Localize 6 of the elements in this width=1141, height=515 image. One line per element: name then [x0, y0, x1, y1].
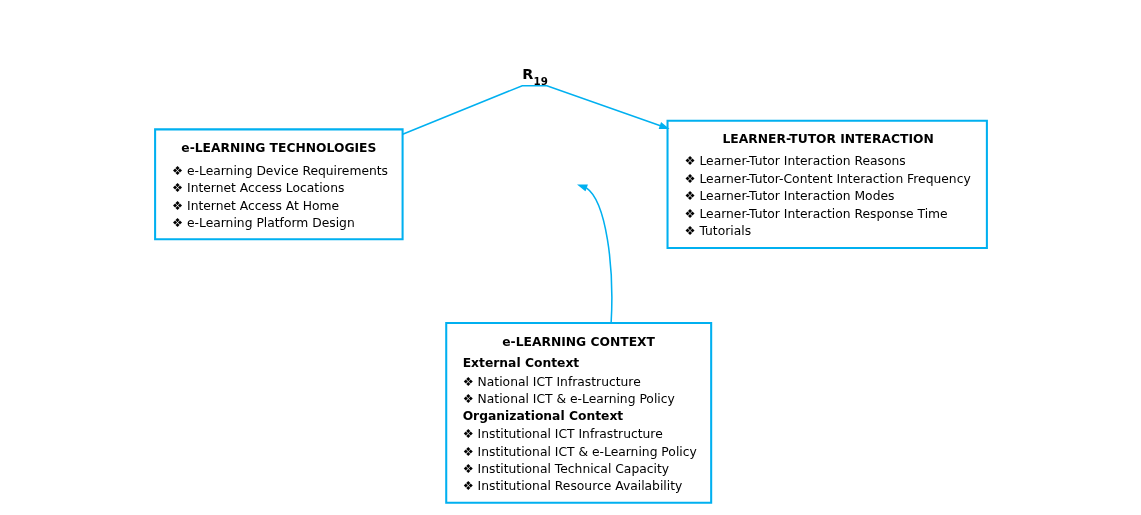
arrow: [576, 184, 613, 324]
node-box: e-LEARNING TECHNOLOGIES ❖ e-Learning Device Requirements ❖ Internet Access Locations ❖ Internet Access At Home ❖ e-Learning Platform Design: [153, 128, 404, 241]
edge-label: R$_{19}$: [521, 65, 548, 87]
node-box: LEARNER-TUTOR INTERACTION ❖ Learner-Tutor Interaction Reasons ❖ Learner-Tutor-Content Interaction Frequency ❖ Learner-Tutor Interaction Modes ❖ Learner-Tutor Interaction Response Time ❖ Tutorials: [666, 119, 988, 250]
arrow: [401, 85, 670, 135]
node-box: e-LEARNING CONTEXT External Context ❖ National ICT Infrastructure ❖ National ICT & e-Learning Policy Organizational Context ❖ Institutional ICT Infrastructure ❖ Institutional ICT & e-Learning Policy ❖ Institutional Technical Capacity ❖ Institutional Resource Availability: [444, 321, 712, 504]
